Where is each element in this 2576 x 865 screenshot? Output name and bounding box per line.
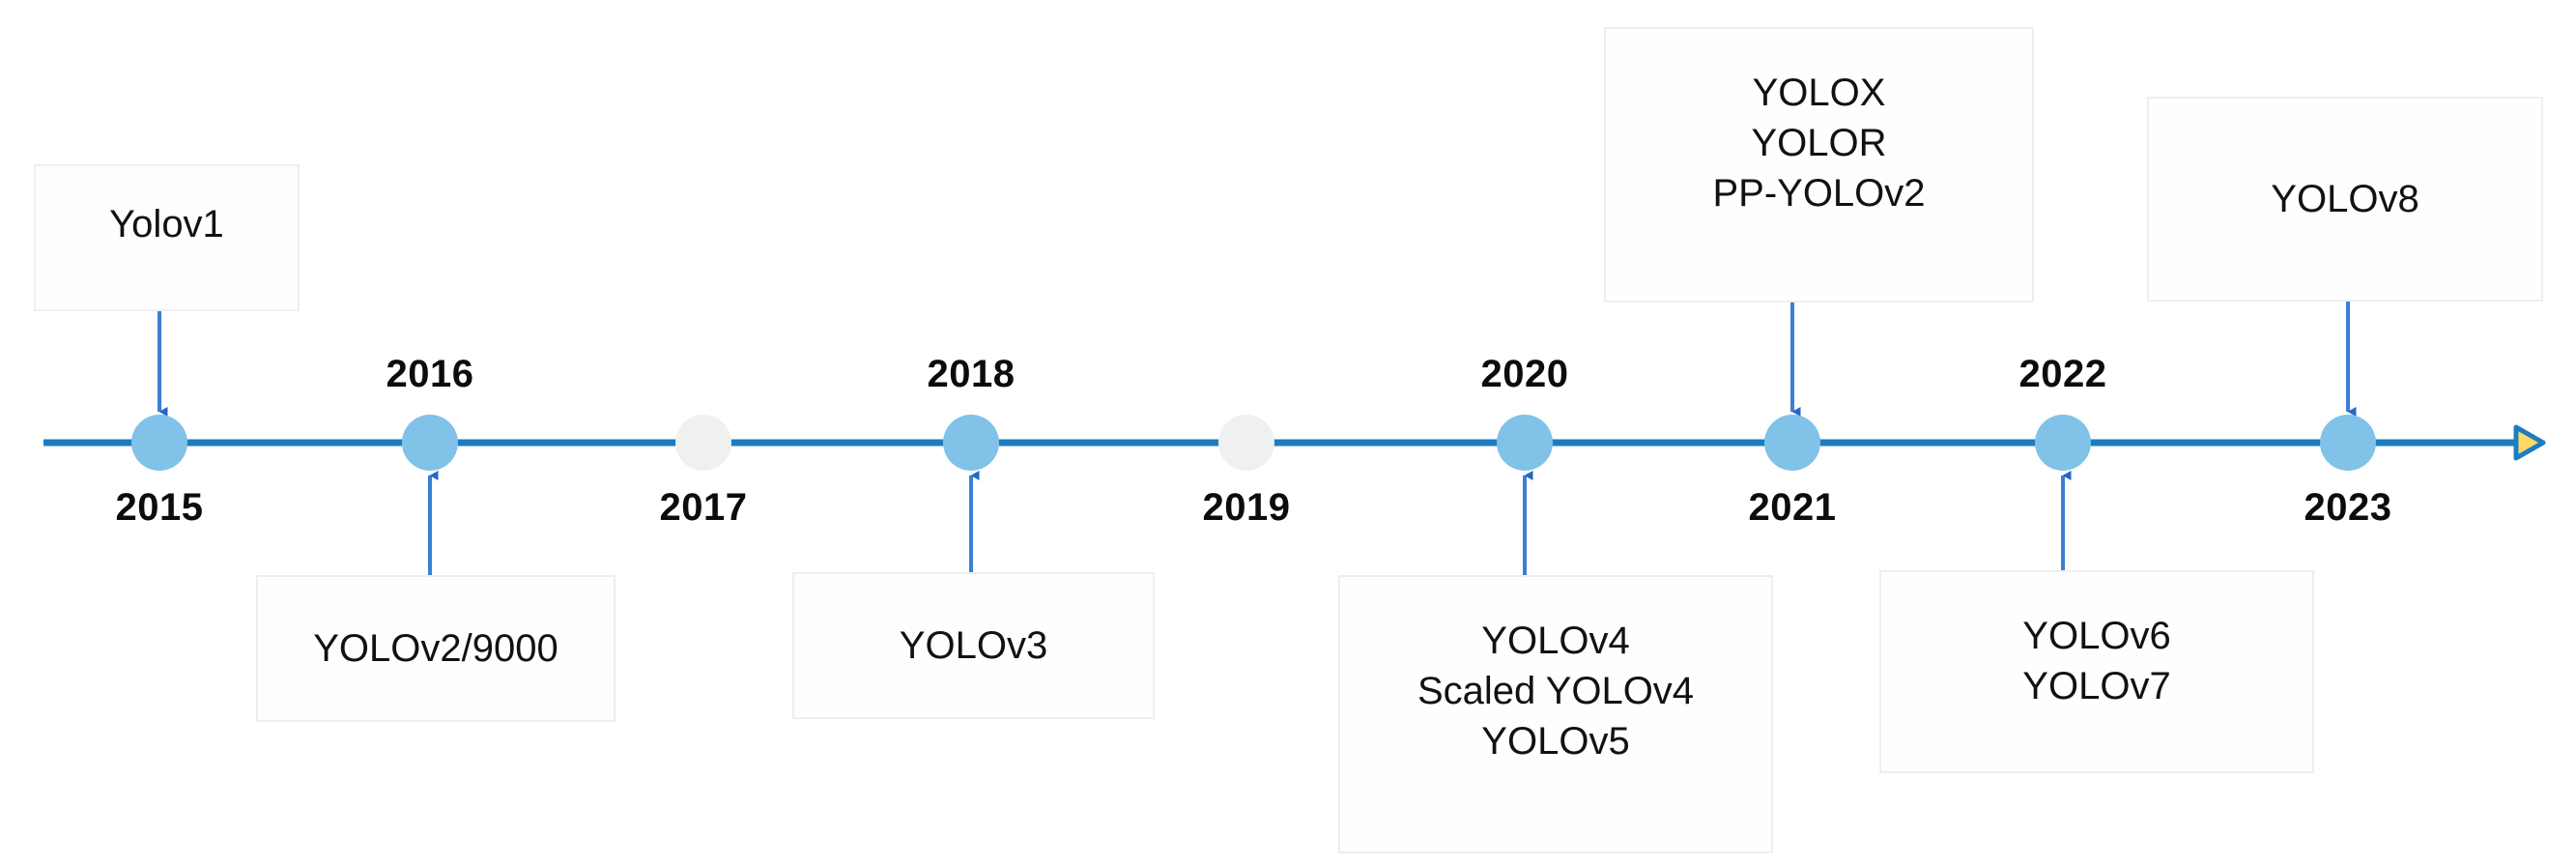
label-box-yolov3[interactable]: YOLOv3 bbox=[792, 572, 1155, 719]
timeline-end-arrowhead-icon bbox=[2513, 424, 2546, 461]
label-box-text-yolov1: Yolov1 bbox=[109, 203, 224, 245]
label-box-text-yolov3: YOLOv3 bbox=[899, 624, 1048, 667]
year-label-2020: 2020 bbox=[1480, 353, 1569, 395]
timeline-node-2016[interactable] bbox=[402, 415, 458, 471]
label-box-text-yolov6-v7: YOLOv6 YOLOv7 bbox=[2022, 615, 2171, 707]
label-box-yolox-group[interactable]: YOLOX YOLOR PP-YOLOv2 bbox=[1604, 27, 2034, 303]
label-box-yolov4-group[interactable]: YOLOv4 Scaled YOLOv4 YOLOv5 bbox=[1338, 575, 1773, 853]
year-label-2021: 2021 bbox=[1748, 486, 1837, 529]
timeline-node-2018[interactable] bbox=[943, 415, 999, 471]
timeline-node-2015[interactable] bbox=[131, 415, 187, 471]
label-box-yolov8[interactable]: YOLOv8 bbox=[2147, 97, 2543, 302]
year-label-2017: 2017 bbox=[659, 486, 748, 529]
year-label-2015: 2015 bbox=[115, 486, 204, 529]
year-label-2022: 2022 bbox=[2018, 353, 2107, 395]
label-box-yolov1[interactable]: Yolov1 bbox=[34, 164, 300, 311]
label-box-text-yolov8: YOLOv8 bbox=[2271, 178, 2419, 220]
label-box-text-yolov2-9000: YOLOv2/9000 bbox=[313, 627, 558, 670]
timeline-node-2020[interactable] bbox=[1497, 415, 1553, 471]
year-label-2019: 2019 bbox=[1202, 486, 1291, 529]
label-box-text-yolov4-group: YOLOv4 Scaled YOLOv4 YOLOv5 bbox=[1417, 620, 1695, 763]
year-label-2016: 2016 bbox=[386, 353, 474, 395]
timeline-node-2017[interactable] bbox=[675, 415, 731, 471]
label-box-text-yolox-group: YOLOX YOLOR PP-YOLOv2 bbox=[1712, 72, 1926, 215]
timeline-node-2019[interactable] bbox=[1218, 415, 1274, 471]
label-box-yolov2-9000[interactable]: YOLOv2/9000 bbox=[256, 575, 615, 722]
timeline-node-2023[interactable] bbox=[2320, 415, 2376, 471]
timeline-node-2021[interactable] bbox=[1764, 415, 1820, 471]
label-box-yolov6-v7[interactable]: YOLOv6 YOLOv7 bbox=[1879, 570, 2314, 773]
year-label-2018: 2018 bbox=[927, 353, 1016, 395]
year-label-2023: 2023 bbox=[2304, 486, 2392, 529]
timeline-node-2022[interactable] bbox=[2035, 415, 2091, 471]
